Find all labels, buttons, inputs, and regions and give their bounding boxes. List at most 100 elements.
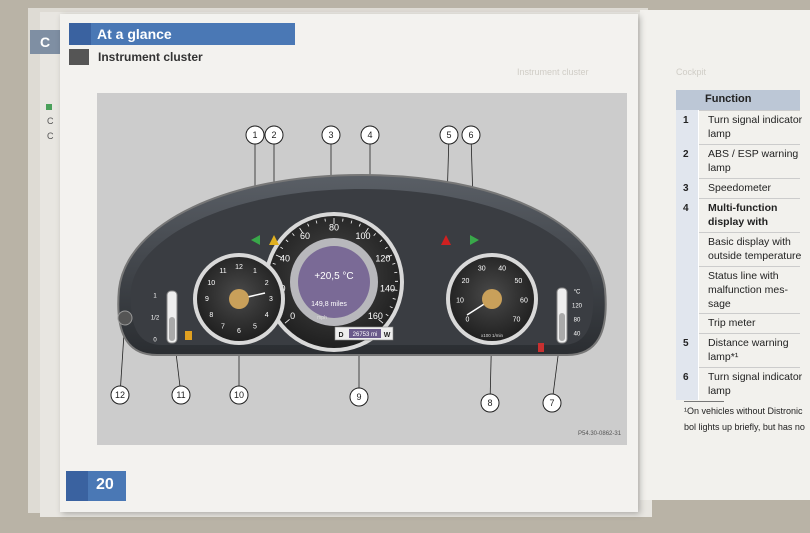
speed-tick (358, 223, 361, 227)
row-description: Distance warning (708, 337, 789, 349)
row-description: lamp (708, 162, 731, 174)
callout-marker (480, 393, 500, 413)
row-rule (699, 333, 800, 334)
tach-tick-label: 70 (513, 316, 521, 323)
speed-tick (315, 220, 318, 224)
speed-tick (299, 227, 304, 234)
row-number: 5 (683, 338, 689, 349)
callout-marker (542, 393, 562, 413)
odometer-value: 26753 mi (353, 332, 378, 338)
clock-hour-label: 10 (207, 280, 215, 287)
callout-marker (461, 125, 481, 145)
green-marker (46, 104, 52, 110)
clock-hour-label: 2 (265, 280, 269, 287)
row-number: 1 (683, 115, 689, 126)
coolant-gauge-label: 80 (574, 318, 581, 324)
footnote-rule (684, 401, 724, 402)
callout-number: 3 (328, 130, 333, 140)
page-number-tab: 20 (66, 471, 126, 501)
coolant-gauge-label: 40 (574, 332, 581, 338)
row-rule (699, 198, 800, 199)
display-temperature: +20,5 °C (314, 271, 353, 282)
table-divider (698, 110, 699, 400)
clock-hour-label: 7 (221, 324, 225, 331)
row-description: sage (708, 298, 731, 310)
clock-hour-label: 4 (265, 312, 269, 319)
tach-unit: x100 1/min (481, 333, 504, 338)
row-rule (699, 367, 800, 368)
fuel-gauge-label: 1 (153, 294, 157, 300)
battery-warning-icon (482, 289, 502, 309)
clock-hour-label: 3 (269, 296, 273, 303)
row-rule (699, 110, 800, 111)
row-number: 4 (683, 203, 689, 214)
speed-tick-label: 120 (375, 254, 390, 264)
tach-tick-label: 10 (456, 297, 464, 304)
fuel-gauge-label: 0 (153, 338, 157, 344)
instrument-cluster-diagram: 020406080100120140160 +20,5 °C 149,8 mil… (110, 125, 607, 413)
footnote-line: bol lights up briefly, but has no (684, 422, 805, 432)
page-number: 20 (96, 476, 114, 493)
speed-tick (275, 254, 282, 258)
callout-marker (264, 125, 284, 145)
tach-tick-label: 20 (462, 278, 470, 285)
callout-number: 1 (252, 130, 257, 140)
callout-marker (439, 125, 459, 145)
clock-hour-label: 8 (209, 312, 213, 319)
display-trip: 149,8 miles (311, 301, 347, 308)
ghost-running-head: Cockpit (676, 67, 707, 77)
callout-number: 2 (271, 130, 276, 140)
speed-tick (392, 298, 396, 300)
coolant-gauge-label: 120 (572, 304, 583, 310)
speed-tick (285, 239, 289, 243)
speed-tick (386, 254, 393, 258)
row-description: Basic display with (708, 236, 791, 248)
speed-tick-label: 160 (368, 311, 383, 321)
speed-tick-label: 0 (290, 311, 295, 321)
clock-hour-label: 5 (253, 324, 257, 331)
page-subtitle: Instrument cluster (98, 50, 203, 64)
speed-tick-label: 100 (355, 231, 370, 241)
row-description: Multi-function (708, 202, 778, 214)
clock-hour-label: 11 (219, 268, 226, 275)
speed-tick (385, 313, 389, 317)
tach-tick-label: 60 (520, 297, 528, 304)
row-description: lamp (708, 385, 731, 397)
speed-tick (373, 233, 376, 236)
row-description: ABS / ESP warning (708, 148, 799, 160)
tach-tick-label: 50 (515, 278, 523, 285)
turn-signal-left-icon (251, 235, 260, 245)
fuel-pump-icon (185, 331, 192, 340)
ghost-letter: C (47, 116, 54, 126)
clock-hour-label: 9 (205, 296, 209, 303)
coolant-gauge-label: °C (574, 290, 581, 296)
coolant-gauge-fill (559, 313, 565, 341)
speed-tick (389, 306, 393, 309)
speed-tick (272, 263, 276, 265)
row-rule (699, 178, 800, 179)
subtitle-marker (69, 49, 89, 65)
multifunction-display (298, 246, 370, 318)
callout-number: 6 (468, 130, 473, 140)
reset-knob (117, 310, 133, 326)
row-description: display with (708, 216, 769, 228)
odometer-right-letter: W (384, 332, 391, 339)
coolant-temp-icon (538, 343, 544, 352)
row-rule (699, 313, 800, 314)
callout-number: 9 (356, 392, 361, 402)
callout-marker (171, 385, 191, 405)
speed-tick-label: 60 (300, 231, 310, 241)
speed-tick (280, 246, 284, 250)
callout-marker (349, 387, 369, 407)
footnote-line: ¹On vehicles without Distronic (684, 406, 803, 416)
odometer-screen (349, 329, 381, 338)
callout-marker (360, 125, 380, 145)
speed-tick (292, 233, 295, 236)
callout-marker (229, 385, 249, 405)
turn-signal-right-icon (470, 235, 479, 245)
row-description: Turn signal indicator (708, 371, 803, 383)
table-header: Function (676, 90, 800, 110)
speed-tick (364, 227, 369, 234)
footnote: ¹On vehicles without Distronic bol light… (684, 403, 805, 435)
row-description: malfunction mes- (708, 284, 788, 296)
